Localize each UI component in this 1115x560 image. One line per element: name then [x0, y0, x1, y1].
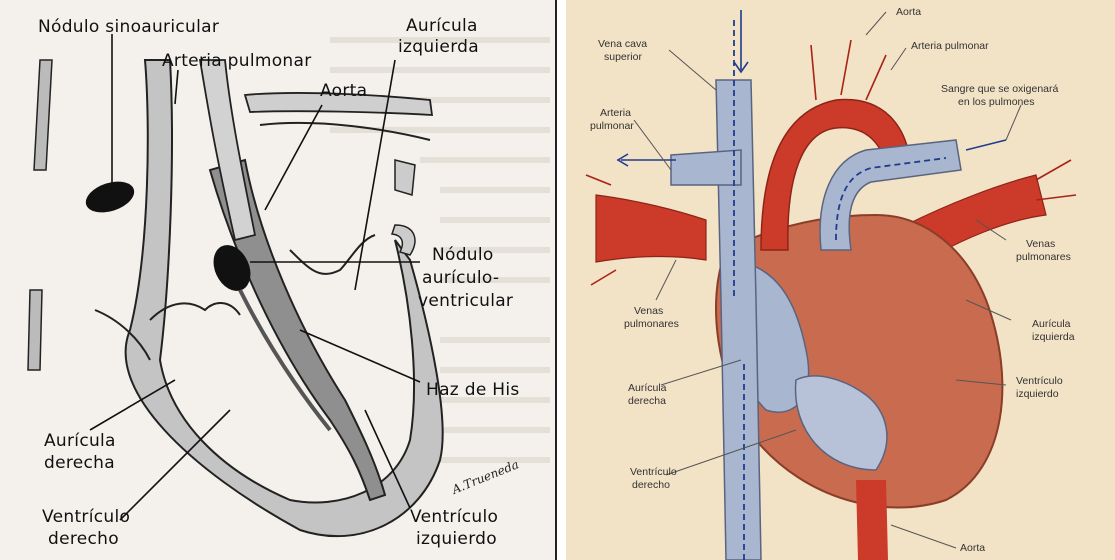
vena-cava-wall-lower	[28, 290, 42, 370]
conduction-diagram-panel: Nódulo sinoauricular Arteria pulmonar Ao…	[0, 0, 557, 560]
label-auricula-izquierda-right-line2: izquierda	[1032, 331, 1075, 343]
label-haz-de-his: Haz de His	[426, 381, 520, 400]
label-auricula-izquierda-line1: Aurícula	[406, 17, 478, 36]
label-nodulo-sinoauricular: Nódulo sinoauricular	[38, 18, 219, 37]
label-ventriculo-izquierdo-line1: Ventrículo	[410, 508, 498, 527]
mitral-valve	[290, 235, 375, 274]
label-ventriculo-derecho-right-line2: derecho	[632, 479, 670, 491]
vena-cava-wall-upper	[34, 60, 52, 170]
descending-aorta	[856, 480, 888, 560]
label-venas-pulmonares-right-line1: Venas	[1026, 238, 1055, 250]
label-ventriculo-izquierdo-right-line2: izquierdo	[1016, 388, 1059, 400]
label-venas-pulmonares-left-line1: Venas	[634, 305, 663, 317]
label-arteria-pulmonar-top: Arteria pulmonar	[911, 40, 989, 52]
label-vena-cava-line2: superior	[604, 51, 642, 63]
label-aorta: Aorta	[320, 82, 367, 101]
label-sangre-line1: Sangre que se oxigenará	[941, 83, 1058, 95]
label-auricula-derecha-line2: derecha	[44, 454, 115, 473]
label-nodulo-av-line1: Nódulo	[432, 246, 494, 265]
label-venas-pulmonares-right-line2: pulmonares	[1016, 251, 1071, 263]
label-auricula-izquierda-line2: izquierda	[398, 38, 479, 57]
label-ventriculo-derecho-line2: derecho	[48, 530, 119, 549]
label-aorta-top: Aorta	[896, 6, 921, 18]
label-ventriculo-izquierdo-line2: izquierdo	[416, 530, 497, 549]
label-auricula-izquierda-right-line1: Aurícula	[1032, 318, 1071, 330]
label-auricula-derecha-right-line2: derecha	[628, 395, 666, 407]
left-pulmonary-veins	[596, 195, 706, 262]
label-venas-pulmonares-left-line2: pulmonares	[624, 318, 679, 330]
label-arteria-pulmonar-left-line1: Arteria	[600, 107, 631, 119]
pulmonary-artery-left-branch	[671, 150, 741, 185]
heart-illustration-panel: Aorta Vena cava superior Arteria pulmona…	[566, 0, 1115, 560]
label-auricula-derecha-right-line1: Aurícula	[628, 382, 667, 394]
label-sangre-line2: en los pulmones	[958, 96, 1034, 108]
label-arteria-pulmonar-left-line2: pulmonar	[590, 120, 634, 132]
label-vena-cava-line1: Vena cava	[598, 38, 647, 50]
label-nodulo-av-line2: aurículo-	[422, 269, 499, 288]
label-auricula-derecha-line1: Aurícula	[44, 432, 116, 451]
label-ventriculo-derecho-right-line1: Ventrículo	[630, 466, 677, 478]
label-ventriculo-derecho-line1: Ventrículo	[42, 508, 130, 527]
label-ventriculo-izquierdo-right-line1: Ventrículo	[1016, 375, 1063, 387]
left-atrium-wall-fragment	[395, 160, 415, 195]
sinoatrial-node	[82, 176, 138, 218]
label-aorta-bottom: Aorta	[960, 542, 985, 554]
label-arteria-pulmonar: Arteria pulmonar	[162, 52, 312, 71]
label-nodulo-av-line3: ventricular	[418, 292, 513, 311]
